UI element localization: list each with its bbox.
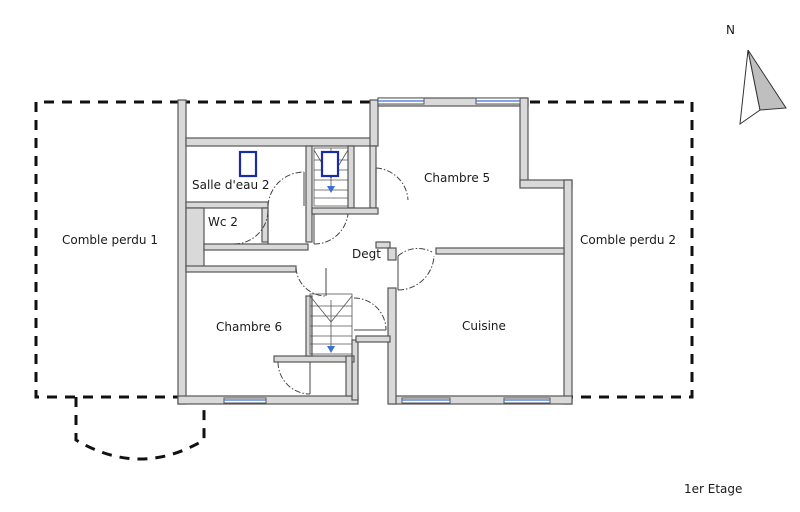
wall-closet-left: [345, 355, 353, 397]
room-label-wc-2: Wc 2: [208, 215, 238, 229]
room-label-chambre-6: Chambre 6: [216, 320, 282, 334]
wall-wc-bottom: [203, 243, 309, 251]
door-closet: [277, 361, 311, 395]
attic-bay-outline: [74, 397, 206, 461]
room-label-chambre-5: Chambre 5: [424, 171, 490, 185]
attic-outline-main: [34, 100, 694, 399]
floor-label: 1er Etage: [684, 482, 742, 496]
wall-stair2-top: [355, 335, 391, 343]
wall-top-left: [185, 137, 373, 147]
wall-left: [177, 99, 187, 405]
wall-wc-left: [185, 207, 205, 269]
wall-chambre6-top: [185, 265, 297, 273]
stair-winder: [330, 295, 353, 323]
room-label-comble-perdu-2: Comble perdu 2: [580, 233, 676, 247]
wall-stair2-right: [351, 339, 359, 401]
door-corridor-right: [397, 247, 433, 257]
door-chambre5: [375, 167, 409, 201]
wall-corridor-left: [387, 247, 397, 261]
door-cuisine: [397, 255, 435, 291]
windows: [223, 97, 551, 404]
door-chambre6: [295, 267, 327, 297]
wall-stair-right: [347, 145, 355, 209]
wall-cuisine-left: [387, 287, 397, 405]
wall-right-lower: [563, 179, 573, 405]
room-label-degt: Degt: [352, 247, 381, 261]
wall-salle-bottom: [185, 201, 269, 209]
wall-closet-top: [273, 355, 355, 363]
wall-bottom-left: [177, 395, 359, 405]
skylight-stair-icon: [320, 150, 340, 178]
stairs-bottom: [309, 293, 353, 355]
stair-arrow-icon: [327, 186, 335, 193]
room-label-cuisine: Cuisine: [462, 319, 506, 333]
walls: [177, 97, 573, 405]
door-wc: [233, 209, 269, 245]
attic-outline: [34, 100, 694, 461]
stairs-bottom-outline: [309, 293, 353, 355]
wall-salle-right: [305, 145, 313, 243]
wall-stair-right2: [369, 145, 377, 209]
doors: [233, 167, 435, 395]
compass-north-label: N: [726, 23, 735, 37]
wall-corridor-upper: [375, 241, 391, 249]
wall-top-step: [369, 99, 379, 147]
wall-right-upper: [519, 97, 529, 187]
stair-arrow-icon: [327, 346, 335, 353]
skylight-salle-icon: [238, 150, 258, 178]
door-salle: [267, 171, 305, 207]
door-stair-top: [313, 213, 349, 245]
room-label-comble-perdu-1: Comble perdu 1: [62, 233, 158, 247]
compass-arrow-right-icon: [747, 49, 787, 111]
north-compass: N: [726, 23, 787, 126]
room-label-salle-deau-2: Salle d'eau 2: [192, 178, 270, 192]
wall-stair-bottom: [311, 207, 379, 215]
wall-chambre5-bottom: [435, 247, 565, 255]
door-stair-bottom: [353, 297, 387, 331]
stair-winder: [309, 295, 332, 323]
